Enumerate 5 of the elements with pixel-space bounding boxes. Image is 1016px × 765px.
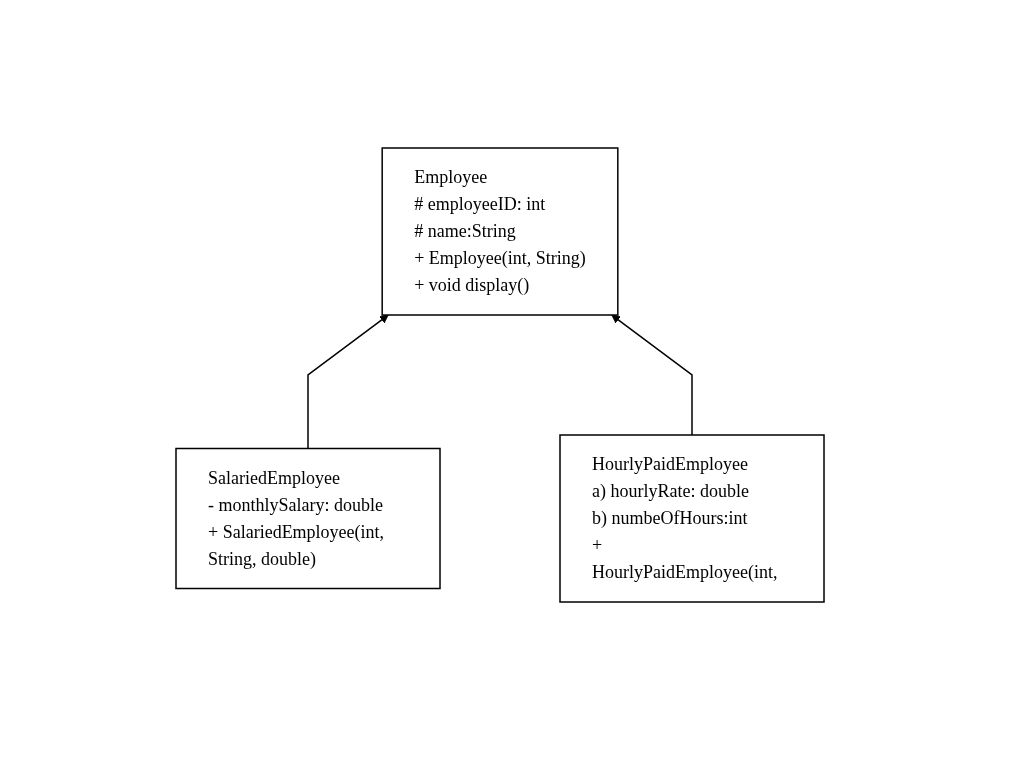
node-box: HourlyPaidEmployee a) hourlyRate: double b) numbeOfHours:int + HourlyPaidEmployee(int, (559, 434, 825, 603)
node-box: Employee # employeeID: int # name:String + Employee(int, String) + void display() (381, 147, 619, 316)
arrow (611, 314, 693, 436)
arrow (307, 314, 389, 450)
node-box: SalariedEmployee - monthlySalary: double + SalariedEmployee(int, String, double) (175, 447, 441, 590)
